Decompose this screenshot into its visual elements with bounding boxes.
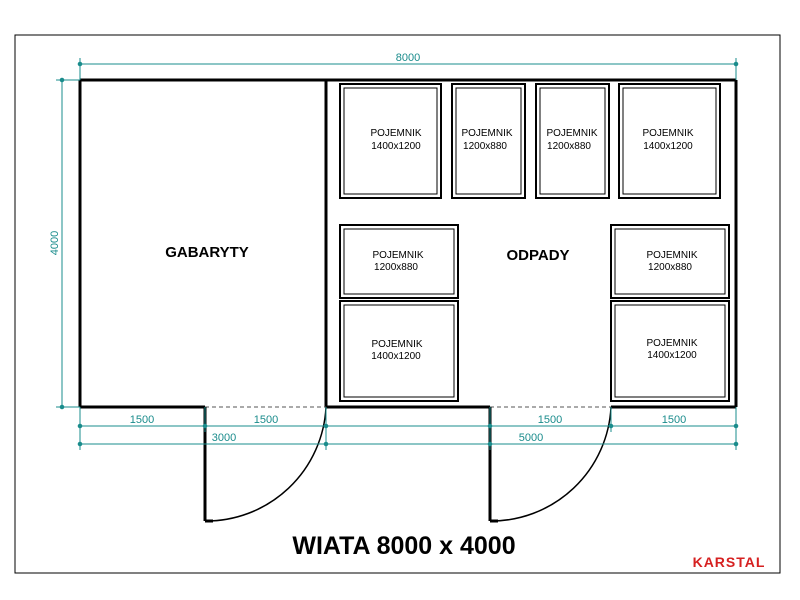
dimension-label-left-door: 1500 [254, 414, 278, 426]
dimension-label-total-depth: 4000 [49, 231, 61, 255]
dimension-label-right-door: 1500 [538, 414, 562, 426]
container-7: POJEMNIK 1400x1200 [339, 300, 459, 402]
container-3-name: POJEMNIK [546, 128, 597, 139]
container-6-size: 1200x880 [648, 262, 692, 273]
container-1: POJEMNIK 1400x1200 [339, 83, 442, 199]
building-walls [78, 78, 738, 409]
container-5-size: 1200x880 [374, 262, 418, 273]
container-4-size: 1400x1200 [643, 141, 693, 152]
container-8-name: POJEMNIK [646, 338, 697, 349]
container-2-size: 1200x880 [463, 141, 507, 152]
room-label-gabaryty: GABARYTY [165, 244, 249, 261]
room-label-odpady: ODPADY [506, 247, 569, 264]
dimension-label-right-room: 5000 [519, 432, 543, 444]
container-4: POJEMNIK 1400x1200 [618, 83, 721, 199]
brand-logo: KARSTAL [693, 554, 766, 570]
container-4-name: POJEMNIK [642, 128, 693, 139]
container-3: POJEMNIK 1200x880 [535, 83, 610, 199]
drawing-frame [14, 34, 781, 574]
drawing-title: WIATA 8000 x 4000 [292, 532, 515, 560]
dimension-label-left-room: 3000 [212, 432, 236, 444]
container-2: POJEMNIK 1200x880 [451, 83, 526, 199]
container-6: POJEMNIK 1200x880 [610, 224, 730, 299]
container-7-size: 1400x1200 [371, 351, 421, 362]
container-8-size: 1400x1200 [647, 350, 697, 361]
container-8: POJEMNIK 1400x1200 [610, 300, 730, 402]
container-6-name: POJEMNIK [646, 250, 697, 261]
container-7-name: POJEMNIK [371, 339, 422, 350]
dimension-lines [56, 58, 739, 450]
dimension-label-total-width: 8000 [396, 52, 420, 64]
container-3-size: 1200x880 [547, 141, 591, 152]
container-5-name: POJEMNIK [372, 250, 423, 261]
dimension-label-right-wall: 1500 [662, 414, 686, 426]
container-1-name: POJEMNIK [370, 128, 421, 139]
dimension-label-left-wall: 1500 [130, 414, 154, 426]
container-5: POJEMNIK 1200x880 [339, 224, 459, 299]
container-1-size: 1400x1200 [371, 141, 421, 152]
container-2-name: POJEMNIK [461, 128, 512, 139]
